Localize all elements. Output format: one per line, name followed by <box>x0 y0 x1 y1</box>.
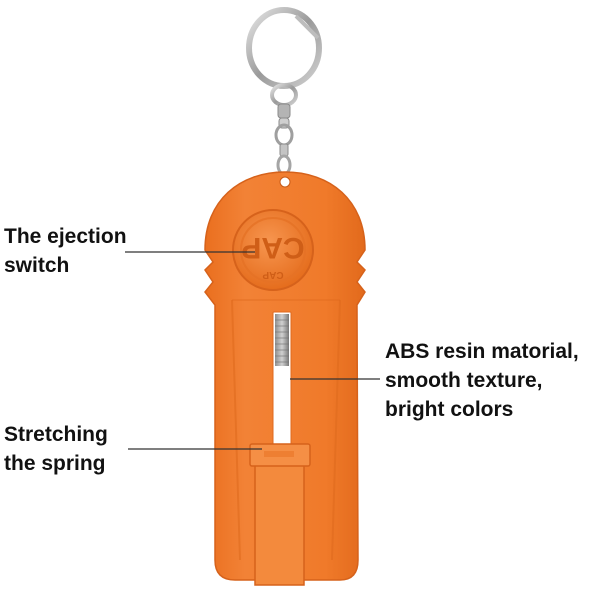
callout-spring-line1: Stretching <box>4 423 108 446</box>
carabiner-ring <box>246 7 322 89</box>
callout-ejection-switch: The ejection switch <box>4 222 127 280</box>
swivel-chain <box>274 103 294 176</box>
callout-material-line2: smooth texture, <box>385 369 543 392</box>
body-ridge-left <box>231 299 241 561</box>
callout-material-line1: ABS resin matorial, <box>385 340 579 363</box>
callout-ejection-line2: switch <box>4 254 70 277</box>
spring-icon <box>275 314 289 366</box>
spring-slot <box>272 311 292 447</box>
knob-logo-small: CAP <box>262 269 283 280</box>
spring-slider <box>249 443 311 586</box>
lanyard-hole <box>279 176 291 188</box>
knob-logo-big: CAP <box>241 231 304 264</box>
callout-material-line3: bright colors <box>385 398 514 421</box>
callout-material: ABS resin matorial, smooth texture, brig… <box>385 337 579 424</box>
slider-notch <box>264 451 294 457</box>
callout-ejection-line1: The ejection <box>4 225 127 248</box>
callout-spring-line2: the spring <box>4 452 106 475</box>
callout-stretching-spring: Stretching the spring <box>4 420 108 478</box>
knob-logo: CAP CAP <box>241 231 304 280</box>
carabiner-gate <box>294 14 320 40</box>
keyring <box>246 7 322 176</box>
ejection-switch-knob: CAP CAP <box>232 209 314 291</box>
knob-inner-ring <box>240 217 306 283</box>
knob-outer <box>232 209 314 291</box>
leader-lines <box>125 251 380 450</box>
spring-coils <box>275 319 289 363</box>
body-ridge-right <box>331 299 341 561</box>
slider-tab <box>254 445 305 586</box>
